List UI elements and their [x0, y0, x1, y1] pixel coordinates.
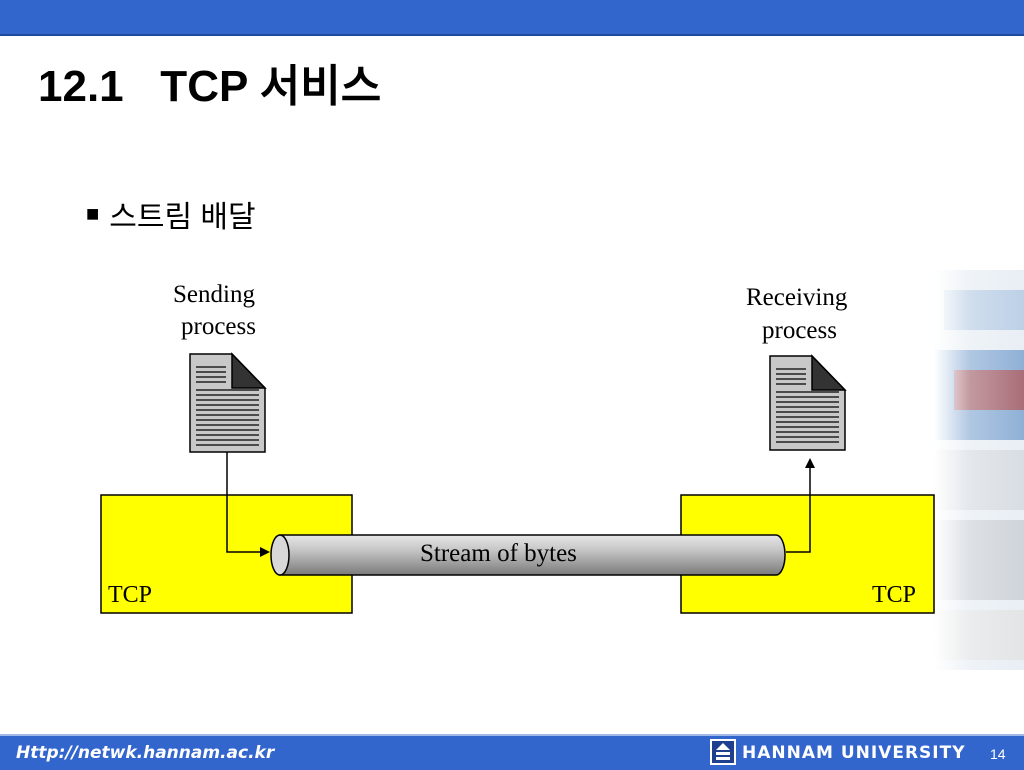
receiving-process-label-line2: process: [762, 317, 837, 344]
bullet-square-icon: ■: [86, 201, 100, 226]
sending-document-icon: [189, 352, 267, 453]
bullet-item: ■ 스트림 배달: [86, 192, 256, 236]
bullet-text: 스트림 배달: [109, 201, 256, 234]
send-arrow: [226, 452, 270, 557]
footer-url-link[interactable]: Http://netwk.hannam.ac.kr: [16, 743, 275, 763]
slide-title: 12.1 TCP 서비스: [38, 62, 382, 111]
receiving-process-label-line1: Receiving: [746, 284, 848, 311]
receiving-document-icon: [769, 354, 847, 451]
tcp-label-left: TCP: [108, 582, 152, 608]
background-photo: [934, 270, 1024, 670]
tcp-label-right: TCP: [872, 582, 916, 608]
byte-stream-pipe: [270, 534, 786, 576]
footer-bar: Http://netwk.hannam.ac.kr HANNAM UNIVERS…: [0, 734, 1024, 770]
sending-process-label-line2: process: [181, 313, 256, 340]
university-logo-icon: [710, 739, 736, 765]
receive-arrow: [786, 458, 815, 553]
page-number: 14: [990, 746, 1006, 762]
sending-process-label-line1: Sending: [173, 281, 255, 308]
footer-university-name: HANNAM UNIVERSITY: [742, 743, 966, 763]
stream-label: Stream of bytes: [420, 540, 577, 567]
top-header-bar: [0, 0, 1024, 36]
